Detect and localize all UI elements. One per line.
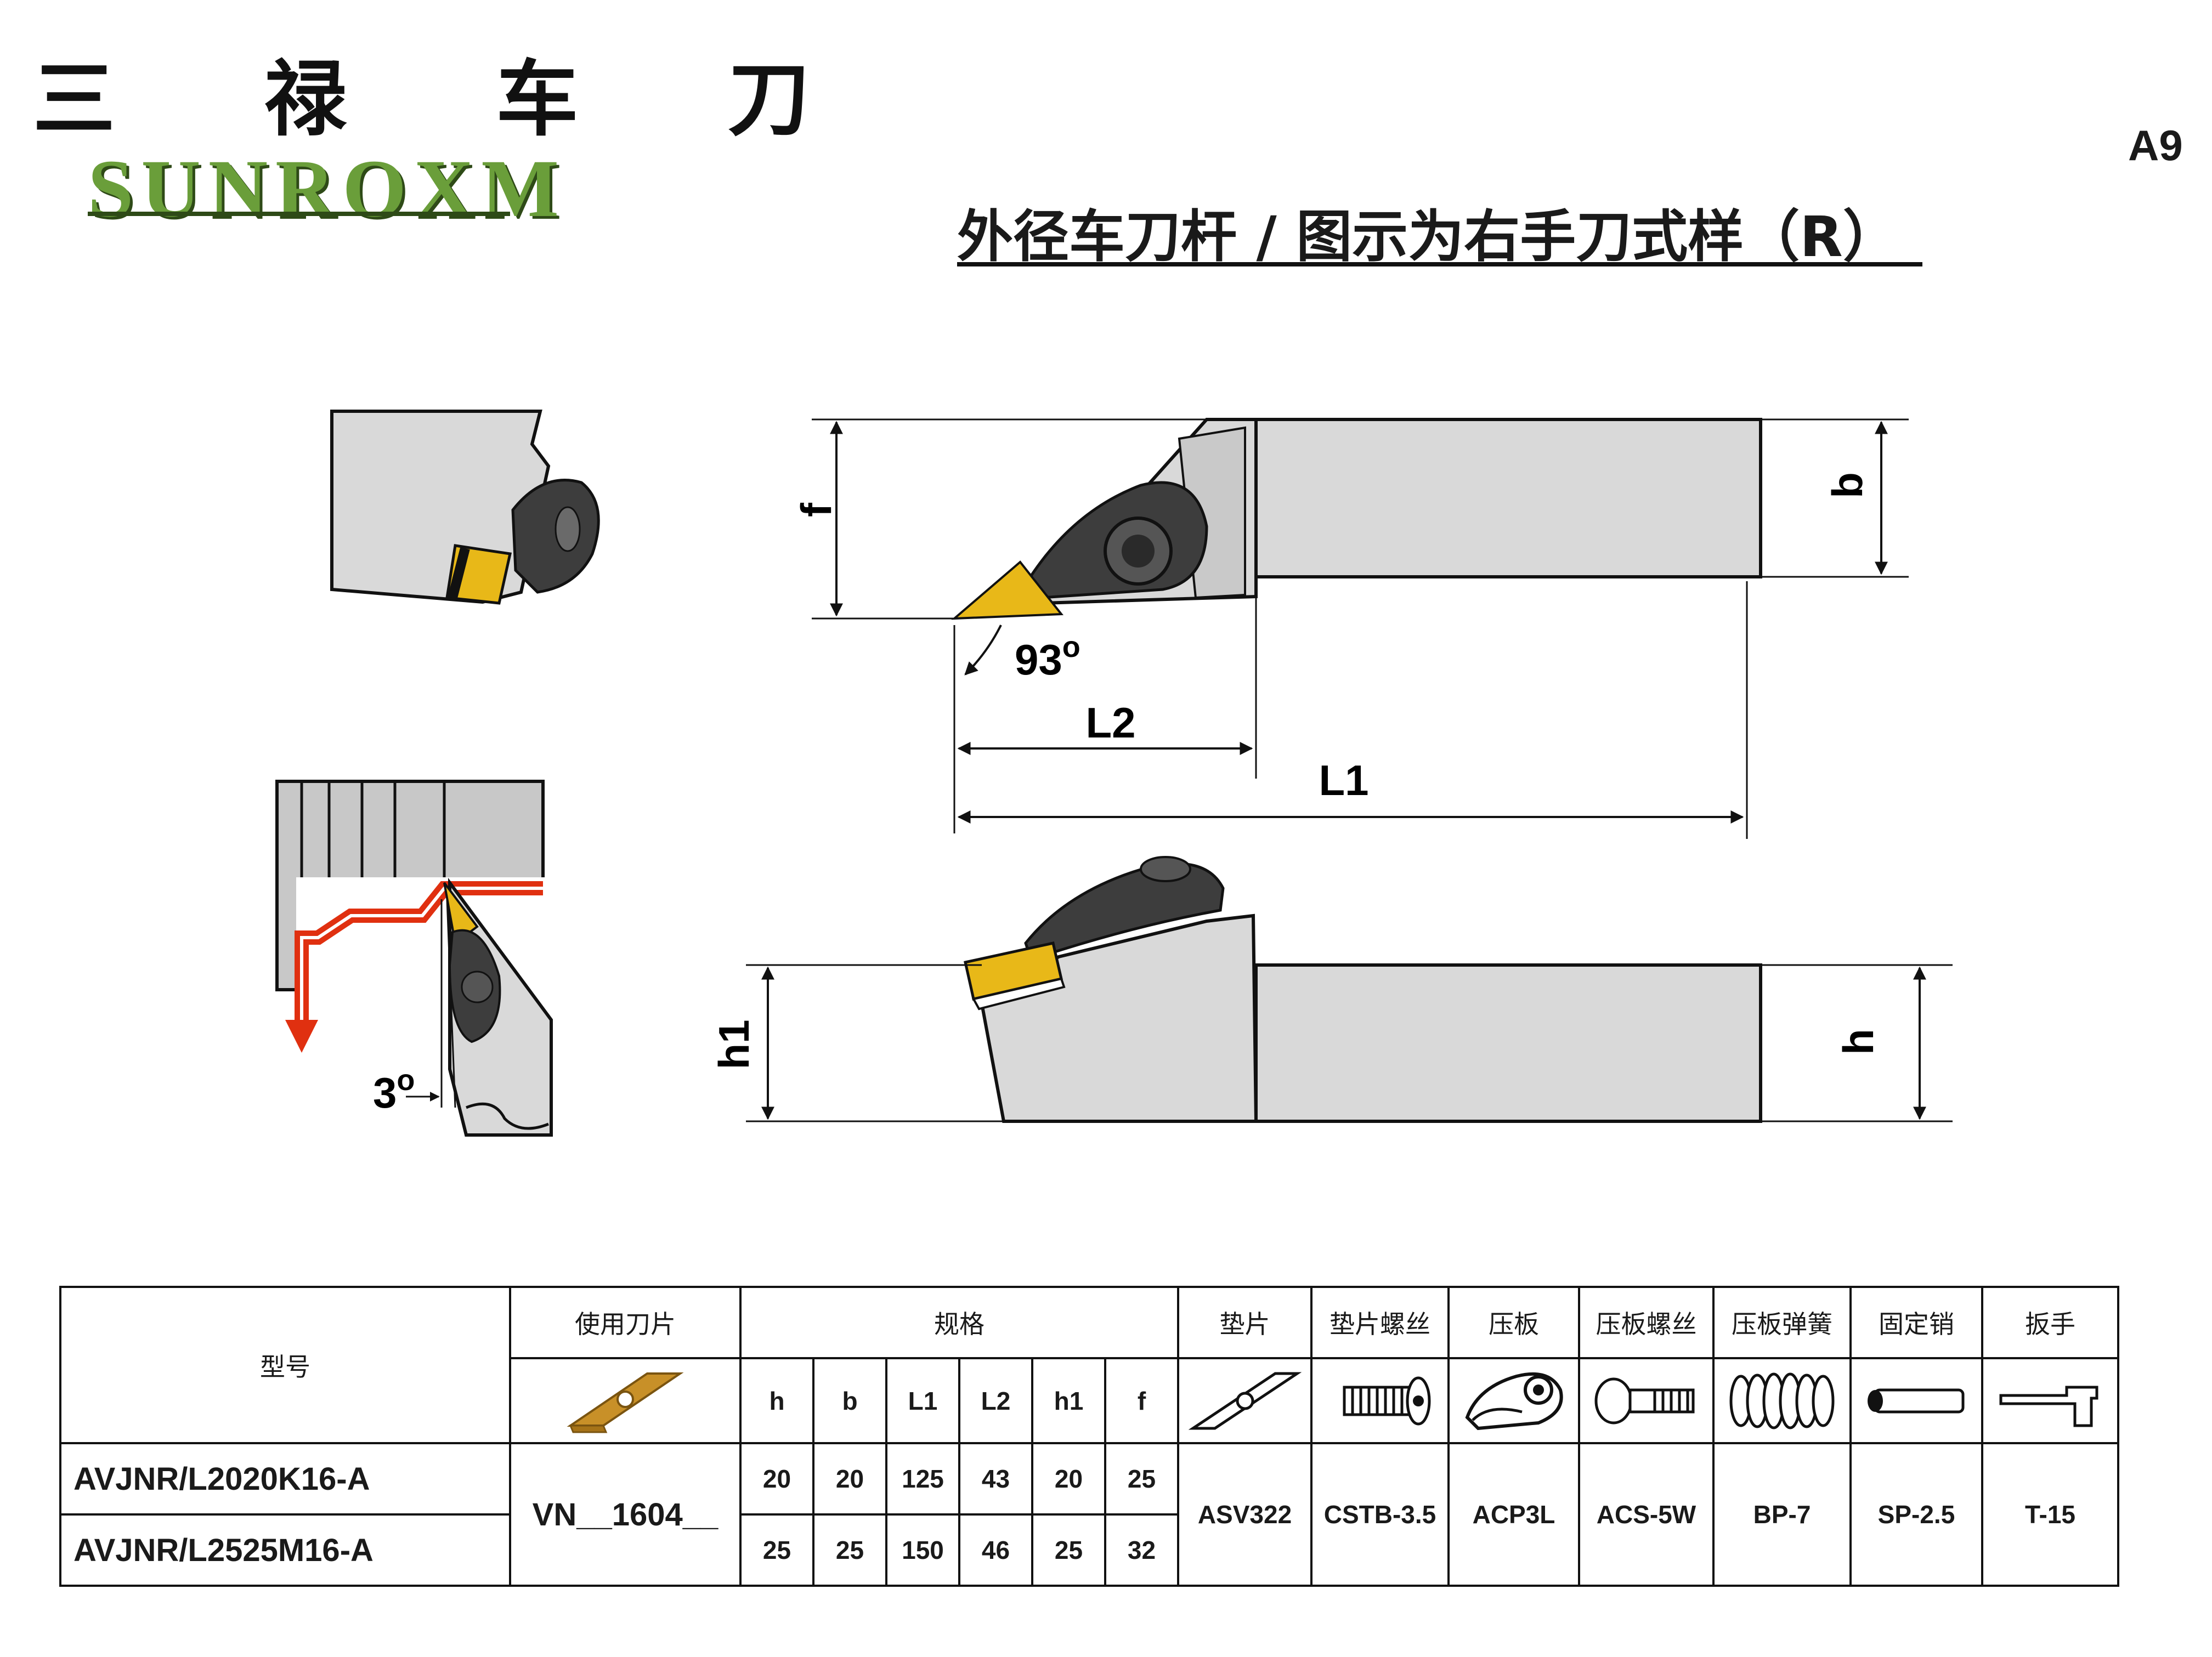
page-code: A9 [2128,121,2183,169]
row-value-f: 25 [1104,1442,1179,1516]
header-clamp-spring: 压板弹簧 [1712,1286,1852,1359]
shim-screw-icon-cell [1310,1357,1450,1444]
pin-icon-cell [1849,1357,1983,1444]
spec-col-L1: L1 [885,1357,960,1444]
feed-arrow-head [285,1020,318,1053]
spring-icon [1729,1372,1835,1429]
insert-code: VN__1604__ [509,1442,742,1587]
dim-L2-label: L2 [1085,699,1135,747]
row-value-h: 25 [739,1513,814,1587]
spec-table: 型号 使用刀片 规格 垫片 垫片螺丝 压板 压板螺丝 压板弹簧 固定销 扳手 h… [59,1286,2119,1587]
dim-L1-label: L1 [1319,756,1368,804]
top-insert [951,560,1063,620]
row-value-h: 20 [739,1442,814,1516]
spec-col-f: f [1104,1357,1179,1444]
angle-93-label: 93o [1015,631,1080,684]
dim-b-label: b [1823,472,1871,498]
machining-view: 3o [275,780,553,1137]
main-side-view: h1 h [710,856,1953,1123]
angle-3-degree: o [397,1064,415,1097]
angle-93-degree: o [1062,631,1080,663]
clamp-screw-icon [1594,1377,1694,1424]
row-value-L2: 46 [958,1513,1033,1587]
dim-f-label: f [792,502,840,517]
angle-93-value: 93 [1015,635,1062,684]
header-shim: 垫片 [1177,1286,1313,1359]
header-insert: 使用刀片 [509,1286,742,1359]
clamp-icon [1465,1372,1563,1430]
header-clamp: 压板 [1447,1286,1580,1359]
row-model: AVJNR/L2525M16-A [59,1513,511,1587]
header-clamp-screw: 压板螺丝 [1578,1286,1715,1359]
part-wrench: T-15 [1981,1442,2119,1587]
clamp-icon-cell [1447,1357,1580,1444]
header-model: 型号 [59,1286,511,1444]
header-spec: 规格 [739,1286,1179,1359]
side-head [980,913,1258,1123]
side-clamp [1024,862,1225,962]
part-shim-screw: CSTB-3.5 [1310,1442,1450,1587]
small-top-view [330,410,600,605]
dim-h1-label: h1 [710,1019,758,1069]
row-value-b: 20 [812,1442,887,1516]
clamp-screw-icon-cell [1578,1357,1715,1444]
header-shim-screw: 垫片螺丝 [1310,1286,1450,1359]
row-value-f: 32 [1104,1513,1179,1587]
insert-icon-cell [509,1357,742,1444]
shim-icon-cell [1177,1357,1313,1444]
wrench-icon [1999,1386,2098,1427]
shank [1254,418,1762,578]
insert-icon [567,1372,684,1433]
shim-icon [1188,1372,1302,1429]
spring-icon-cell [1712,1357,1852,1444]
brand-logo-underline [88,212,510,216]
part-shim: ASV322 [1177,1442,1313,1587]
tool-holder-drawing: f b 93o L2 L1 3o [275,410,1953,1137]
title-underline [957,262,1922,266]
shim-screw-icon [1343,1376,1431,1425]
row-value-L2: 43 [958,1442,1033,1516]
row-value-L1: 125 [885,1442,960,1516]
header-wrench: 扳手 [1981,1286,2119,1359]
spec-col-b: b [812,1357,887,1444]
angle-3-label: 3o [373,1064,415,1117]
angle-3-value: 3 [373,1069,397,1117]
header-pin: 固定销 [1849,1286,1983,1359]
row-value-b: 25 [812,1513,887,1587]
row-value-h1: 25 [1031,1513,1106,1587]
row-value-L1: 150 [885,1513,960,1587]
spec-col-L2: L2 [958,1357,1033,1444]
brand-logo-english: SUNROXM [88,143,567,234]
main-top-view: f b 93o L2 L1 [792,418,1909,839]
spec-col-h: h [739,1357,814,1444]
page-title: 外径车刀杆 / 图示为右手刀式样（R） [957,205,1899,270]
part-clamp-spring: BP-7 [1712,1442,1852,1587]
wrench-icon-cell [1981,1357,2119,1444]
part-pin: SP-2.5 [1849,1442,1983,1587]
spec-col-h1: h1 [1031,1357,1106,1444]
side-shank [1254,963,1762,1123]
dim-h-label: h [1834,1029,1882,1055]
row-model: AVJNR/L2020K16-A [59,1442,511,1516]
row-value-h1: 20 [1031,1442,1106,1516]
brand-logo-chinese: 三 禄 车 刀 [33,51,870,147]
pin-icon [1868,1388,1965,1413]
part-clamp: ACP3L [1447,1442,1580,1587]
part-clamp-screw: ACS-5W [1578,1442,1715,1587]
